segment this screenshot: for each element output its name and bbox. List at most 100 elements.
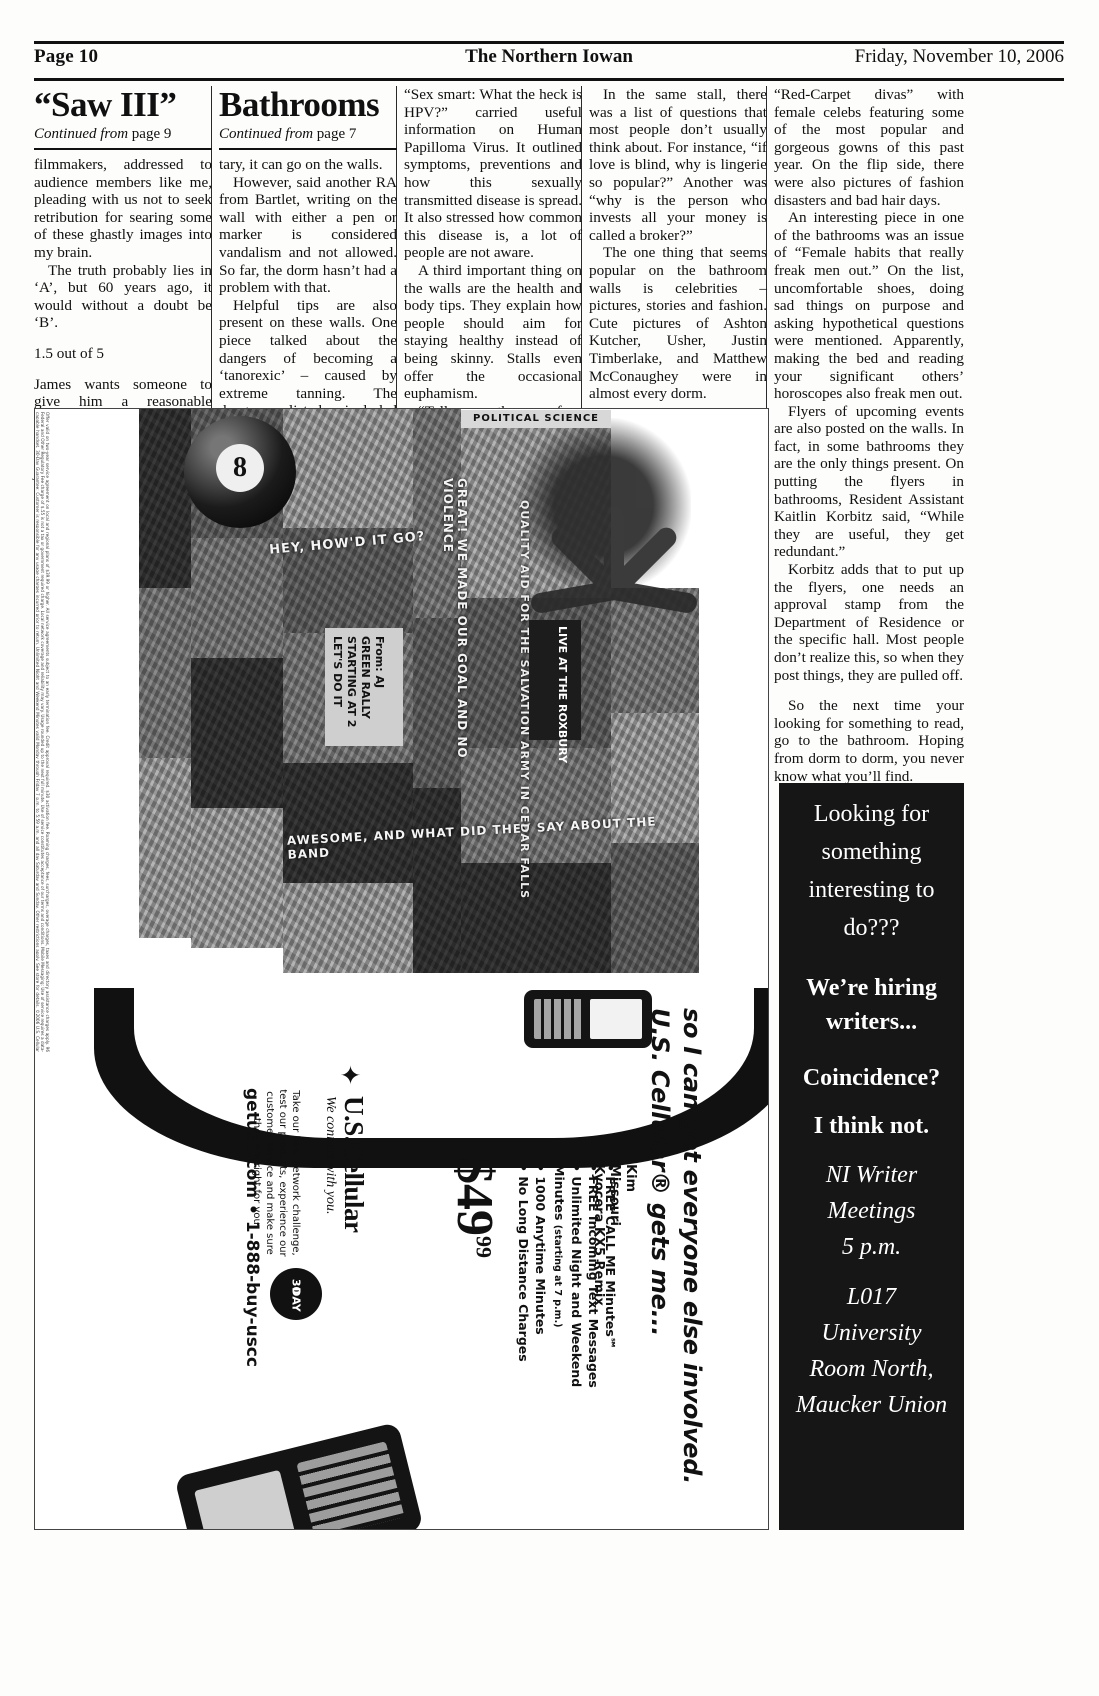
bathrooms-paragraph-12: Korbitz adds that to put up the flyers, … [774,561,964,684]
us-cellular-panel: U.S. Cellular® gets me... so I can get e… [34,968,769,1530]
ad-tagline-line-2: so I can get everyone else involved. [678,1008,706,1484]
small-phone-screen [590,999,642,1039]
bathrooms-paragraph-5: A third important thing on the walls are… [404,261,582,403]
column-divider-1 [211,86,212,408]
large-phone-screen [193,1469,298,1530]
bathrooms-continued-page: page 7 [316,126,357,142]
column-bathrooms: Bathrooms Continued from page 7 tary, it… [219,86,397,438]
saw-rule [34,148,212,150]
bathrooms-rule [219,148,397,150]
us-cellular-star-icon: ✦ [335,1064,364,1086]
column-divider-3 [581,86,582,408]
collage-tile [139,758,191,938]
column-divider-2 [396,86,397,408]
collage-tile [191,538,283,658]
bathrooms-paragraph-9: “Red-Carpet divas” with female celebs fe… [774,86,964,209]
us-cellular-slogan: We connect with you. [323,1096,338,1215]
masthead: Page 10 The Northern Iowan Friday, Novem… [34,44,1064,74]
thirty-day-guarantee-seal: 30 DAY [270,1268,322,1320]
collage-tile [413,788,461,973]
house-ad-line-10: Meetings [827,1198,916,1224]
saw-continued-label: Continued from [34,126,129,142]
saw-continued-page: page 9 [131,126,172,142]
saw-paragraph-2: The truth probably lies in ‘A’, but 60 y… [34,261,212,332]
column-bathrooms-cont-2: In the same stall, there was a list of q… [589,86,767,403]
small-phone-image [524,990,652,1048]
collage-tile [139,588,191,758]
bathrooms-paragraph-2: However, said another RA from Bartlet, w… [219,173,397,297]
house-ad-line-7: Coincidence? [802,1065,941,1091]
house-ad-line-11: 5 p.m. [841,1234,902,1260]
feature-bullet-5: • No Long Distance Charges [516,1164,531,1362]
collage-tile [139,408,191,588]
maple-leaf-photo [516,418,698,614]
seal-word: DAY [289,1287,303,1312]
bathrooms-paragraph-4: “Sex smart: What the heck is HPV?” carri… [404,86,582,262]
saw-continued-line: Continued from page 9 [34,126,212,143]
bathrooms-paragraph-8: The one thing that seems popular on the … [589,244,767,403]
feature-bullet-4: • 1000 Anytime Minutes [533,1164,548,1335]
house-ad-line-6: writers... [825,1009,918,1035]
price-dollars: $49 [446,1158,503,1236]
collage-tile [283,408,413,528]
collage-tile [413,618,461,788]
collage-tile [413,408,461,618]
collage-tile [461,863,611,973]
feature-bullet-1: • FREE CALL ME Minutes℠ [603,1164,618,1350]
saw-paragraph-1: filmmakers, addressed to audience member… [34,156,212,261]
collage-tile [283,528,413,633]
house-ad-line-9: NI Writer [825,1162,918,1188]
memo-line-3: LET'S DO IT [331,636,344,708]
house-ad-line-12: L017 [846,1284,897,1310]
collage-tile [191,658,283,808]
house-ad-line-1: Looking for [813,801,930,827]
collage-tile [611,713,699,843]
house-ad-line-13: University [821,1320,922,1346]
house-ad-line-14: Room North, [809,1356,934,1382]
price-label: $4999 [445,1158,504,1258]
headline-bathrooms: Bathrooms [219,85,380,124]
page-number: Page 10 [34,46,99,67]
green-rally-memo: From: AJ GREEN RALLY STARTING AT 2 LET'S… [325,628,403,746]
eight-ball-ring [216,443,264,492]
house-ad-line-2: something [821,839,922,865]
house-ad-hiring[interactable]: Looking for something interesting to do?… [779,783,964,1530]
ad-tagline-line-1: U.S. Cellular® gets me... [646,1008,674,1337]
bathrooms-paragraph-1: tary, it can go on the walls. [219,156,383,173]
headline-saw-iii: “Saw III” [34,85,177,124]
us-cellular-logo: U.S.Cellular We connect with you. [322,1096,369,1233]
bathrooms-paragraph-11: Flyers of upcoming events are also poste… [774,402,964,561]
us-cellular-advertisement[interactable]: 8 POLITICAL SCIENCE HEY, HOW'D IT GO? AW… [34,408,769,1530]
issue-date: Friday, November 10, 2006 [854,46,1064,67]
ad-url-and-phone[interactable]: getusc.com • 1-888-buy-uscc [242,1088,262,1367]
bathrooms-continued-line: Continued from page 7 [219,126,397,143]
masthead-bottom-rule [34,78,1064,81]
collage-tile [283,763,413,883]
large-phone-image [174,1421,424,1530]
price-cents: 99 [471,1236,497,1258]
feature-bullet-list: • FREE CALL ME Minutes℠ • FREE Incoming … [515,1164,619,1394]
feature-bullet-2: • FREE Incoming Text Messages [586,1164,601,1388]
roxbury-poster: LIVE AT THE ROXBURY [529,620,581,763]
feature-bullet-3: • Unlimited Night and Weekend Minutes (s… [552,1164,584,1388]
masthead-top-rule [34,41,1064,44]
column-bathrooms-cont-3: “Red-Carpet divas” with female celebs fe… [774,86,964,785]
bathrooms-paragraph-7: In the same stall, there was a list of q… [589,86,767,244]
ad-fine-print-text: Offer valid on two-year service agreemen… [36,412,50,1052]
collage-tile [611,843,699,973]
political-science-label: POLITICAL SCIENCE [461,410,611,428]
collage-tile [191,808,283,948]
small-phone-keypad [534,999,584,1039]
large-phone-keypad [296,1441,405,1530]
bathrooms-continued-label: Continued from [219,126,314,142]
roxbury-poster-text: LIVE AT THE ROXBURY [556,626,569,764]
house-ad-line-5: We’re hiring [806,975,937,1001]
bathrooms-paragraph-13: So the next time your looking for someth… [774,697,964,785]
house-ad-line-4: do??? [843,915,900,941]
house-ad-line-15: Maucker Union [795,1392,948,1418]
house-ad-line-3: interesting to [808,877,935,903]
bathrooms-paragraph-10: An interesting piece in one of the bathr… [774,209,964,403]
eight-ball-number: 8 [233,451,247,483]
customer-name: Kim [623,1164,638,1193]
